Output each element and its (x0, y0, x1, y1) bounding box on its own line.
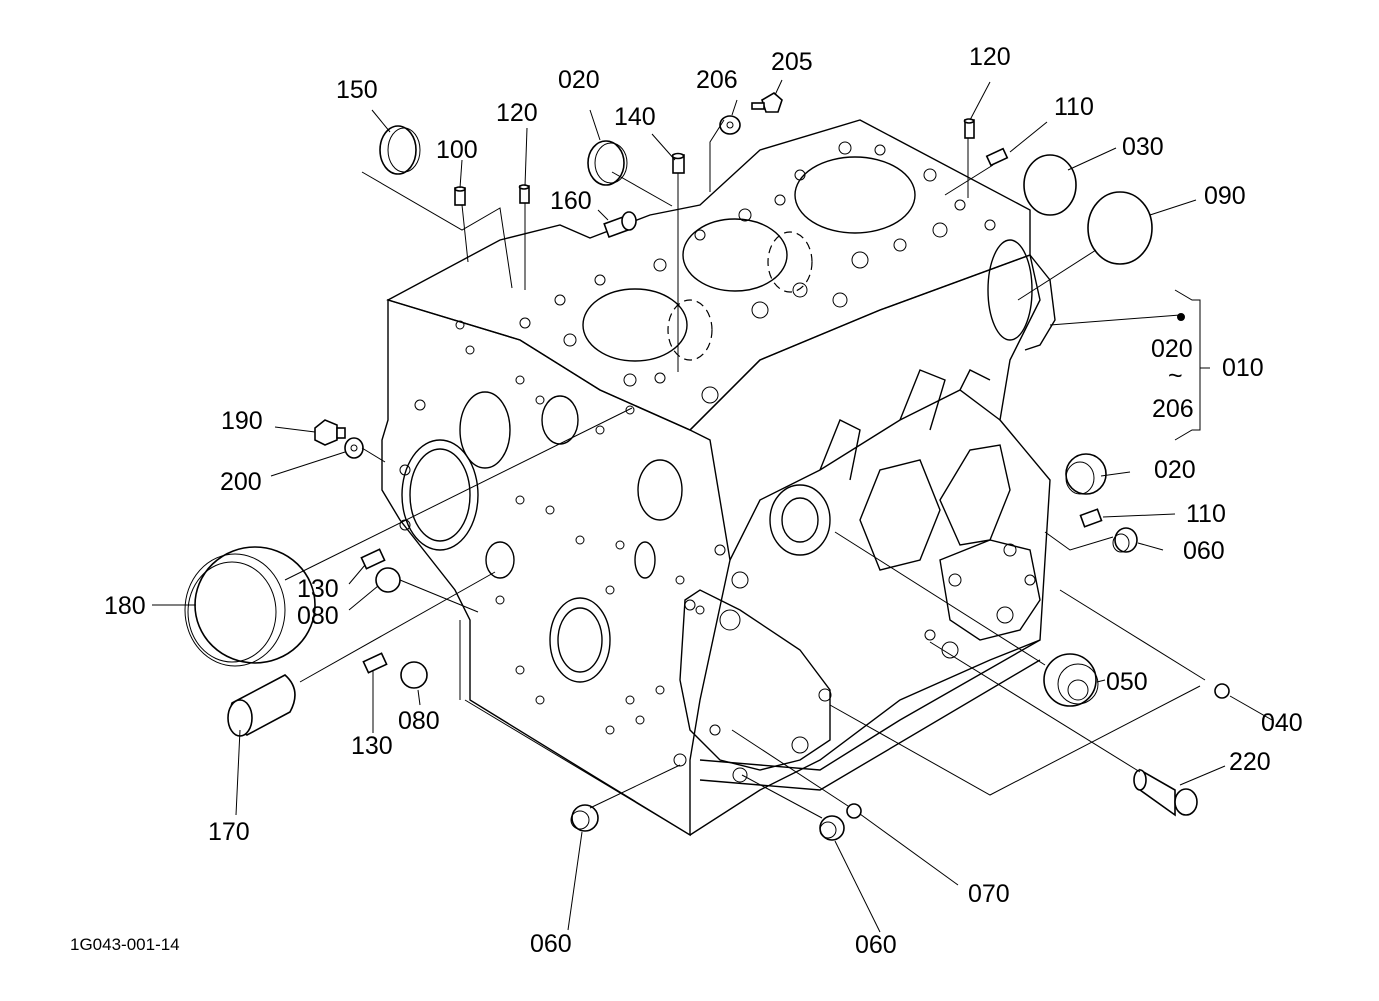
cylinder-block (381, 119, 1056, 837)
label-050: 050 (1106, 668, 1148, 696)
part-070-plug (846, 803, 862, 819)
part-040-plug (1214, 683, 1230, 699)
label-060-bottom-left: 060 (530, 930, 572, 958)
label-range-tilde: ~ (1168, 362, 1183, 390)
label-205: 205 (771, 48, 813, 76)
part-020-plug-side (1065, 453, 1107, 495)
part-130-pin-lower (362, 652, 388, 674)
label-020-side: 020 (1154, 456, 1196, 484)
label-206-top: 206 (696, 66, 738, 94)
label-130-upper: 130 (297, 575, 339, 603)
label-060-bottom-right: 060 (855, 931, 897, 959)
label-190: 190 (221, 407, 263, 435)
label-080-lower: 080 (398, 707, 440, 735)
part-050-cap (1043, 653, 1099, 707)
label-140: 140 (614, 103, 656, 131)
label-070: 070 (968, 880, 1010, 908)
part-130-pin-upper (360, 548, 386, 570)
label-020-range-start: 020 (1151, 335, 1193, 363)
part-220-joint (1133, 768, 1198, 817)
part-140-pin (671, 152, 685, 174)
label-220: 220 (1229, 748, 1271, 776)
label-090: 090 (1204, 182, 1246, 210)
label-206-range-end: 206 (1152, 395, 1194, 423)
label-150: 150 (336, 76, 378, 104)
part-180-seal-ring (184, 546, 316, 667)
part-110-pin-side (1079, 508, 1103, 528)
label-030: 030 (1122, 133, 1164, 161)
leader-lines (152, 79, 1273, 933)
label-120-left: 120 (496, 99, 538, 127)
part-060-plug-bottom-left (570, 804, 599, 832)
label-180: 180 (104, 592, 146, 620)
part-100-pin (454, 186, 466, 206)
part-060-plug-side (1112, 527, 1138, 553)
label-160: 160 (550, 187, 592, 215)
label-080-upper: 080 (297, 602, 339, 630)
label-120-right: 120 (969, 43, 1011, 71)
part-020-plug-top (587, 140, 628, 186)
label-200: 200 (220, 468, 262, 496)
part-030-plug (1023, 154, 1077, 216)
label-170: 170 (208, 818, 250, 846)
part-150-plug (379, 125, 421, 175)
label-020-top: 020 (558, 66, 600, 94)
part-170-cap (227, 674, 296, 737)
label-040: 040 (1261, 709, 1303, 737)
part-labels: 150 100 120 020 140 206 205 160 120 110 … (70, 43, 1303, 959)
part-080-plug-upper (375, 567, 401, 593)
label-060-side: 060 (1183, 537, 1225, 565)
part-120-pin-left (518, 184, 530, 204)
drawing-code: 1G043-001-14 (70, 935, 180, 954)
part-200-washer (344, 437, 364, 459)
part-080-plug-lower (400, 661, 428, 689)
part-190-plug-bolt (314, 419, 346, 446)
part-090-plug (1087, 191, 1153, 265)
label-110-top: 110 (1054, 93, 1094, 121)
label-110-side: 110 (1186, 500, 1226, 528)
label-010-assembly: 010 (1222, 354, 1264, 382)
label-100: 100 (436, 136, 478, 164)
label-130-lower: 130 (351, 732, 393, 760)
part-205-bolt (751, 92, 783, 113)
part-060-plug-bottom-right (819, 815, 845, 841)
part-160-union (603, 211, 637, 239)
part-110-pin-top (985, 147, 1009, 167)
part-120-pin-right (963, 118, 975, 139)
part-206-washer (719, 115, 741, 135)
